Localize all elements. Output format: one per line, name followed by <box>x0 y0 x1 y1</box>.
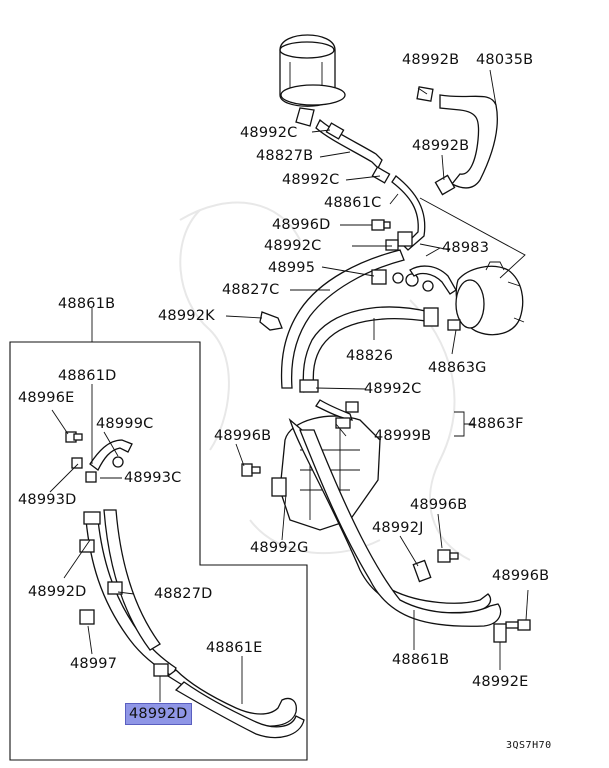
pipe-48861B-return <box>288 418 502 627</box>
pipe-48863F <box>315 399 353 421</box>
pipe-48983 <box>409 265 457 295</box>
clamp-48992E <box>493 623 507 643</box>
label-48996B-b[interactable]: 48996B <box>410 497 468 513</box>
label-48861C[interactable]: 48861C <box>324 195 382 211</box>
label-48992B-b[interactable]: 48992B <box>412 138 470 154</box>
diagram-code: 3QS7H70 <box>506 740 552 751</box>
label-48035B[interactable]: 48035B <box>476 52 534 68</box>
label-48992B-a[interactable]: 48992B <box>402 52 460 68</box>
label-48861B-b[interactable]: 48861B <box>392 652 450 668</box>
label-48996D[interactable]: 48996D <box>272 217 331 233</box>
power-steering-pump <box>447 261 525 336</box>
clamp-48997 <box>79 609 95 625</box>
label-48999C[interactable]: 48999C <box>96 416 154 432</box>
clamp-48992K <box>259 311 283 331</box>
label-48999B[interactable]: 48999B <box>374 428 432 444</box>
clamp-48992J <box>412 559 432 583</box>
label-48993D[interactable]: 48993D <box>18 492 77 508</box>
label-48861E[interactable]: 48861E <box>206 640 263 656</box>
bolt-48996B-c <box>505 619 531 631</box>
label-48996E[interactable]: 48996E <box>18 390 75 406</box>
pipe-48861C <box>391 175 426 251</box>
hose-48827B <box>315 118 391 184</box>
clamp-48992D-highlighted <box>153 663 169 677</box>
label-48983[interactable]: 48983 <box>442 240 490 256</box>
steering-gear-assembly <box>271 379 381 531</box>
label-48827B[interactable]: 48827B <box>256 148 314 164</box>
label-48992D-highlighted[interactable]: 48992D <box>125 703 192 725</box>
label-48992C-d[interactable]: 48992C <box>364 381 422 397</box>
label-48992C-a[interactable]: 48992C <box>240 125 298 141</box>
label-48992J[interactable]: 48992J <box>372 520 424 536</box>
bolt-48996B-a <box>241 463 261 477</box>
label-48993C[interactable]: 48993C <box>124 470 182 486</box>
label-48827D[interactable]: 48827D <box>154 586 213 602</box>
label-48992D-a[interactable]: 48992D <box>28 584 87 600</box>
label-48826[interactable]: 48826 <box>346 348 394 364</box>
inset-box-48861B <box>9 341 308 761</box>
fitting-48995 <box>371 269 419 287</box>
reservoir-tank <box>279 34 346 127</box>
label-48992G[interactable]: 48992G <box>250 540 309 556</box>
bracket-48992C-c <box>385 231 413 251</box>
label-48992K[interactable]: 48992K <box>158 308 215 324</box>
label-48827C[interactable]: 48827C <box>222 282 280 298</box>
inset-hose-48827D <box>79 509 177 677</box>
label-48996B-a[interactable]: 48996B <box>214 428 272 444</box>
label-48861B[interactable]: 48861B <box>58 296 116 312</box>
inset-pipe-48861D <box>65 431 133 483</box>
label-48997[interactable]: 48997 <box>70 656 118 672</box>
label-48863F[interactable]: 48863F <box>468 416 524 432</box>
fitting-48826 <box>423 307 439 327</box>
label-48995[interactable]: 48995 <box>268 260 316 276</box>
hose-48035B <box>416 86 498 196</box>
label-48996B-c[interactable]: 48996B <box>492 568 550 584</box>
label-48861D[interactable]: 48861D <box>58 368 117 384</box>
bolt-48996D <box>371 219 391 231</box>
label-48992E[interactable]: 48992E <box>472 674 529 690</box>
label-48992C-b[interactable]: 48992C <box>282 172 340 188</box>
leader-lines <box>49 69 529 704</box>
label-48992C-c[interactable]: 48992C <box>264 238 322 254</box>
bolt-48996B-b <box>437 549 459 563</box>
label-48863G[interactable]: 48863G <box>428 360 487 376</box>
